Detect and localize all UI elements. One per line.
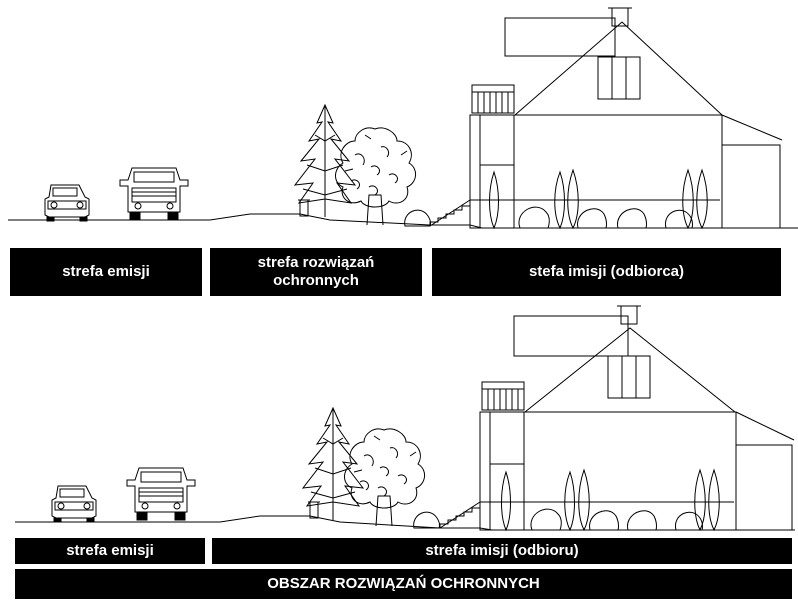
zone-bar-immission: stefa imisji (odbiorca) <box>432 248 781 296</box>
spruce-tree-icon <box>301 406 365 520</box>
zone-bar-protection: strefa rozwiązań ochronnych <box>210 248 422 296</box>
car-icon <box>51 485 97 523</box>
zone-label-protection-line2: ochronnych <box>273 272 359 289</box>
zone-label-emission-2: strefa emisji <box>66 542 154 559</box>
zone-label-immission: stefa imisji (odbiorca) <box>528 263 685 280</box>
deciduous-tree-icon <box>335 127 416 226</box>
car-icon <box>44 184 90 222</box>
truck-icon <box>126 467 196 521</box>
deciduous-tree-icon <box>344 428 425 527</box>
cypress-icon <box>501 468 720 532</box>
stairs-icon <box>429 199 471 227</box>
zone-bar-emission: strefa emisji <box>10 248 202 296</box>
cypress-icon <box>489 168 708 230</box>
shrub-icon <box>518 206 693 229</box>
ground-line <box>8 213 798 229</box>
zone-label-emission: strefa emisji <box>62 263 150 280</box>
zone-label-immission-2: strefa imisji (odbioru) <box>425 542 579 559</box>
house-icon <box>469 7 783 229</box>
fence-post-icon <box>298 199 310 217</box>
zone-bar-protection-area: OBSZAR ROZWIĄZAŃ OCHRONNYCH <box>15 569 792 599</box>
scene-bottom <box>15 305 795 532</box>
ground-line <box>15 515 795 531</box>
scene-top <box>8 7 798 230</box>
shrub-icon <box>413 511 440 529</box>
spruce-tree-icon <box>293 103 357 217</box>
zone-bar-emission-2: strefa emisji <box>15 538 205 564</box>
stairs-icon <box>439 501 481 529</box>
house-icon <box>479 305 795 531</box>
truck-icon <box>119 167 189 221</box>
shrub-icon <box>530 508 703 531</box>
zone-label-protection-line1: strefa rozwiązań <box>257 254 375 271</box>
zone-label-protection-area: OBSZAR ROZWIĄZAŃ OCHRONNYCH <box>267 575 540 592</box>
zone-bar-immission-2: strefa imisji (odbioru) <box>212 538 792 564</box>
